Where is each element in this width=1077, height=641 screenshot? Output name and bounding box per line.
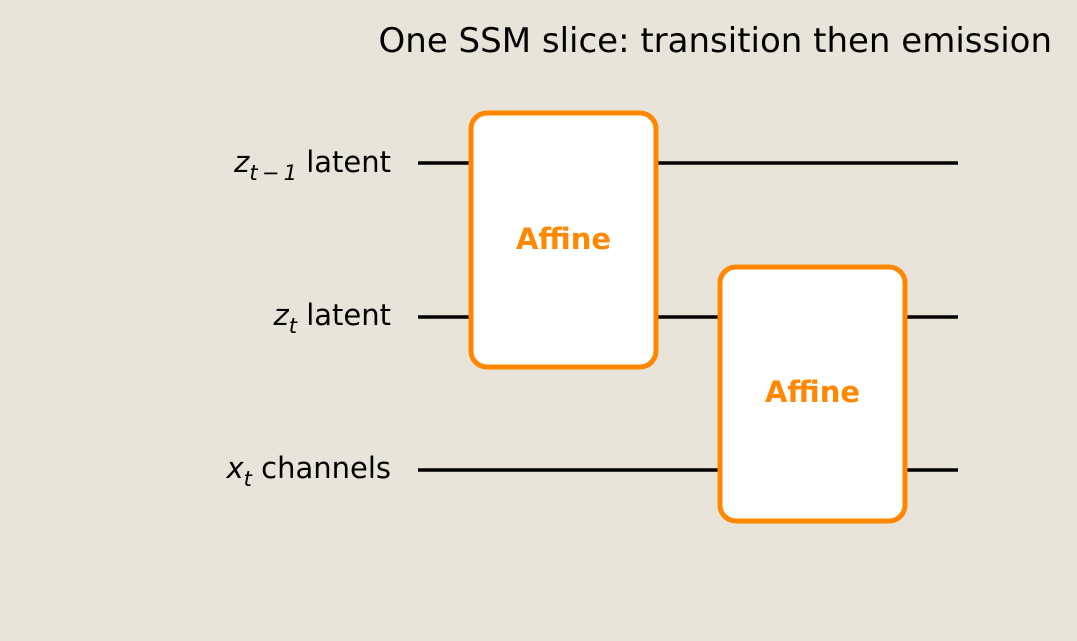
wire-label-z-prev: zt − 1 latent	[233, 145, 391, 185]
wire-label-text: channels	[261, 451, 391, 485]
wire-symbol: z	[233, 145, 250, 179]
wire-label-text	[252, 451, 261, 485]
wire-label-z: zt latent	[273, 298, 391, 338]
emission-gate-box	[717, 264, 908, 524]
wire-subscript: t − 1	[249, 161, 297, 185]
transition-gate-label: Affine	[516, 222, 611, 256]
diagram-title: One SSM slice: transition then emission	[379, 21, 1052, 61]
transition-gate-box	[468, 110, 659, 370]
transition-gate: Affine	[468, 110, 659, 370]
wire-subscript: t	[289, 314, 298, 338]
wire-label-text: latent	[306, 298, 391, 332]
wire-symbol: x	[226, 451, 245, 485]
emission-gate: Affine	[717, 264, 908, 524]
wire-symbol: z	[273, 298, 290, 332]
wire-label-x: xt channels	[226, 451, 392, 491]
wire-label-text	[297, 145, 306, 179]
wire-label-text: latent	[306, 145, 391, 179]
wire-label-text	[297, 298, 306, 332]
wire-subscript: t	[244, 467, 253, 491]
emission-gate-label: Affine	[765, 375, 860, 409]
